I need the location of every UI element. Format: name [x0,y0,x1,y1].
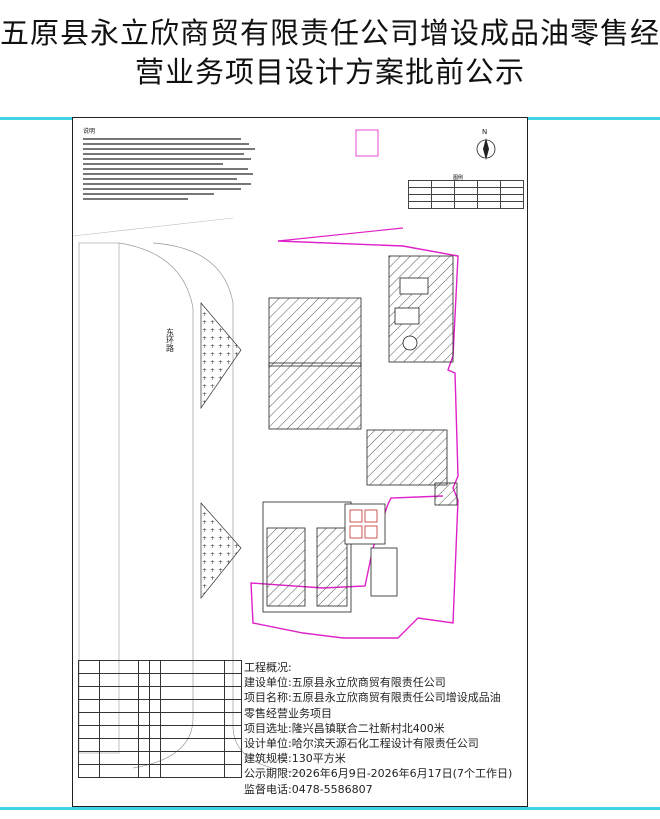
info-heading: 工程概况: [244,661,292,674]
green-area-upper [200,302,242,410]
info-builder: 建设单位:五原县永立欣商贸有限责任公司 [244,676,446,690]
tank-circle [402,335,418,351]
legend-table [408,180,524,209]
dispenser-3 [349,525,363,539]
building-hatched-2 [268,362,362,430]
info-project-name: 项目名称:五原县永立欣商贸有限责任公司增设成品油 [244,691,501,705]
site-boundary [250,240,459,639]
dispenser-4 [364,525,378,539]
drawing-notes: 说明 [83,126,258,203]
notice-title: 五原县永立欣商贸有限责任公司增设成品油零售经营业务项目设计方案批前公示 [0,16,660,89]
dispenser-1 [349,509,363,523]
gate-box [355,129,379,157]
notes-heading: 说明 [83,128,96,135]
equipment-block [399,277,429,295]
info-scale: 建筑规模:130平方米 [244,752,346,766]
building-hatched-4 [366,429,448,486]
legend-heading: 图例 [453,175,464,181]
green-area-lower [200,502,242,599]
station-room [370,547,398,597]
building-hatched-1 [268,297,362,367]
building-hatched-5 [434,482,458,506]
info-location: 项目选址:隆兴昌镇联合二社新村北400米 [244,721,445,735]
materials-table [78,660,242,778]
road-top-edge [73,217,234,237]
info-project-name-cont: 零售经营业务项目 [244,706,332,720]
canopy-hatched-left [266,527,306,607]
info-hotline: 监督电话:0478-5586807 [244,782,373,796]
equipment-block-2 [394,307,420,325]
canopy-outline [262,501,352,613]
bottom-accent-rule [0,807,660,810]
info-period: 公示期限:2026年6月9日-2026年6月17日(7个工作日) [244,767,513,781]
road-curve-right [152,242,304,774]
project-info-box: 工程概况: 建设单位:五原县永立欣商贸有限责任公司 项目名称:五原县永立欣商贸有… [244,660,524,796]
info-designer: 设计单位:哈尔滨天源石化工程设计有限责任公司 [244,737,479,751]
canopy-hatched-right [316,527,348,607]
dispenser-2 [364,509,378,523]
site-boundary-north [277,227,404,242]
north-arrow-needle [483,138,489,160]
road-name-label: 东环路 [166,327,175,352]
north-label: N [482,128,487,136]
